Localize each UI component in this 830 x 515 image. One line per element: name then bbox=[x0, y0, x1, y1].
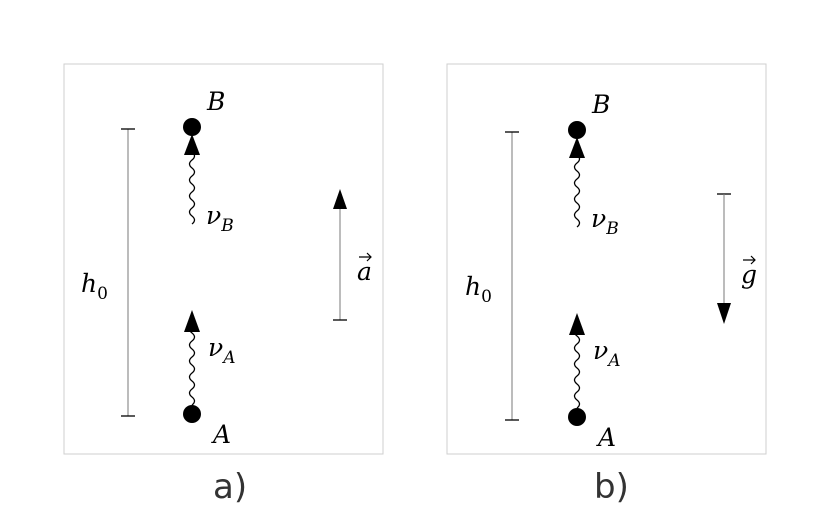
panel-a-point-b bbox=[183, 118, 201, 136]
panel-b-caption: b) bbox=[594, 467, 629, 507]
panel-a: h0 B νB νA A a a) bbox=[63, 63, 384, 507]
panel-b-photon-b-arrowhead bbox=[569, 137, 585, 158]
panel-b-height-label: h0 bbox=[465, 272, 492, 307]
panel-a-photon-a bbox=[184, 310, 200, 406]
panel-b-photon-b bbox=[569, 137, 585, 228]
panel-a-vector-accent bbox=[359, 252, 372, 262]
panel-a-label-a: A bbox=[211, 420, 231, 449]
panel-a-acceleration-arrow bbox=[333, 189, 347, 321]
panel-a-vector-label: a bbox=[357, 252, 372, 286]
panel-b-nu-b-label: νB bbox=[591, 204, 619, 239]
panel-b-nu-a-label: νA bbox=[593, 336, 620, 371]
panel-a-label-b: B bbox=[206, 87, 225, 116]
panel-b-vector-label: g bbox=[741, 255, 757, 289]
panel-a-height-label: h0 bbox=[81, 269, 108, 304]
panel-a-nu-a-label: νA bbox=[208, 333, 235, 368]
panel-a-frame bbox=[63, 63, 384, 455]
panel-b-height-bracket bbox=[505, 131, 519, 421]
panel-a-photon-b bbox=[184, 134, 200, 225]
panel-b-photon-a bbox=[569, 313, 585, 409]
panel-b: h0 B νB νA A g b) bbox=[446, 63, 767, 507]
svg-text:a: a bbox=[357, 257, 372, 286]
panel-b-label-a: A bbox=[596, 423, 616, 452]
panel-b-gravity-arrow bbox=[717, 193, 731, 324]
svg-text:g: g bbox=[741, 260, 757, 289]
panel-b-point-b bbox=[568, 121, 586, 139]
panel-b-frame bbox=[446, 63, 767, 455]
panel-a-height-bracket bbox=[121, 128, 135, 417]
panel-b-vector-accent bbox=[743, 255, 756, 265]
panel-b-label-b: B bbox=[591, 90, 610, 119]
panel-a-caption: a) bbox=[213, 467, 247, 507]
panel-a-photon-b-arrowhead bbox=[184, 134, 200, 155]
panel-b-point-a bbox=[568, 408, 586, 426]
panel-a-nu-b-label: νB bbox=[206, 201, 234, 236]
panel-a-point-a bbox=[183, 405, 201, 423]
panel-a-photon-a-arrowhead bbox=[184, 310, 200, 332]
panel-b-photon-a-arrowhead bbox=[569, 313, 585, 335]
